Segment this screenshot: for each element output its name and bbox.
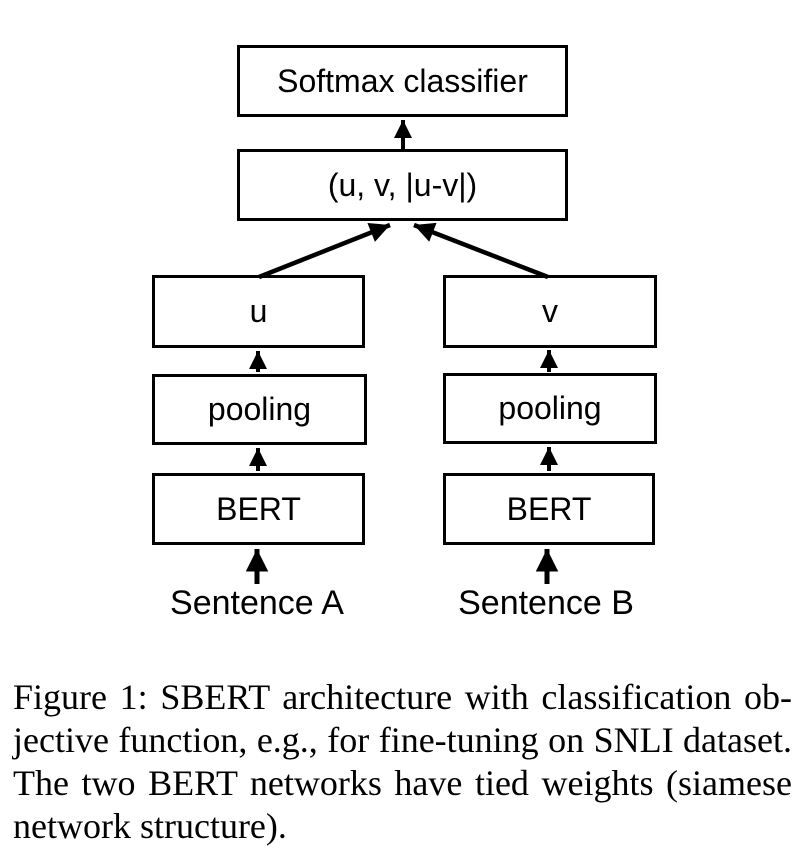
v-embedding-label: v — [542, 293, 558, 329]
u-embedding-box: u — [152, 275, 365, 348]
figure-caption: Figure 1: SBERT architecture with classi… — [13, 676, 792, 848]
concat-uv-box: (u, v, |u-v|) — [237, 149, 568, 221]
bert-left-label: BERT — [216, 490, 301, 527]
bert-right-box: BERT — [443, 473, 655, 545]
caption-line-1: Figure 1: SBERT architecture with classi… — [13, 677, 792, 717]
pooling-left-label: pooling — [207, 391, 312, 427]
caption-line-4: network structure). — [13, 806, 287, 846]
pooling-left-box: pooling — [152, 374, 367, 445]
caption-line-3: The two BERT networks have tied weights … — [13, 763, 792, 803]
softmax-classifier-box: Softmax classifier — [237, 45, 568, 117]
softmax-classifier-label: Softmax classifier — [277, 62, 528, 99]
caption-line-2: jective function, e.g., for fine-tuning … — [13, 720, 792, 760]
sentence-b-label: Sentence B — [458, 584, 634, 622]
pooling-right-label: pooling — [498, 390, 602, 426]
arrow-u-to-concat — [258, 222, 391, 280]
arrow-v-to-concat — [413, 222, 549, 280]
concat-uv-label: (u, v, |u-v|) — [327, 166, 478, 203]
pooling-right-box: pooling — [443, 373, 657, 444]
bert-right-label: BERT — [506, 490, 592, 527]
u-embedding-label: u — [249, 293, 268, 329]
v-embedding-box: v — [443, 275, 657, 348]
bert-left-box: BERT — [152, 473, 365, 545]
sentence-a-label: Sentence A — [170, 584, 344, 622]
